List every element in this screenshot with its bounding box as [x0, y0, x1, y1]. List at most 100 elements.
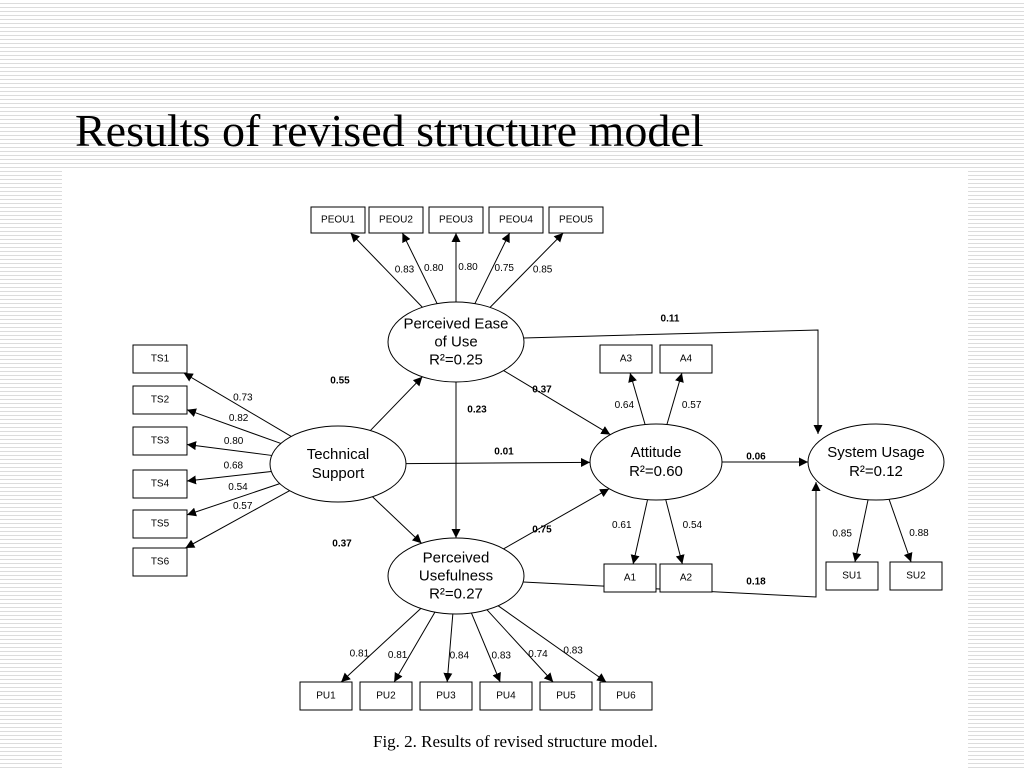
- indicator-box-pu5: [539, 681, 593, 711]
- indicator-label: PU4: [496, 691, 516, 702]
- indicator-label: PU6: [616, 691, 636, 702]
- loading-label: 0.54: [683, 520, 703, 531]
- indicator-box-ts1: [132, 344, 188, 374]
- loading-label: 0.57: [682, 400, 702, 411]
- node-label: R²=0.60: [629, 463, 683, 480]
- indicator-label: TS4: [151, 479, 170, 490]
- indicator-box-peou1: [310, 206, 366, 234]
- path-arrow-ts-pu: [372, 496, 422, 544]
- indicator-label: PEOU4: [499, 215, 533, 226]
- loading-arrow: [888, 499, 913, 563]
- loading-arrow: [630, 499, 649, 565]
- path-label-peou-att: 0.37: [532, 385, 552, 396]
- path-arrow-pu-att: [503, 488, 610, 550]
- loading-label: 0.83: [395, 265, 415, 276]
- loading-arrow: [628, 372, 646, 425]
- indicator-box-pu2: [359, 681, 413, 711]
- indicator-box-ts6: [132, 547, 188, 577]
- indicator-box-a3: [599, 344, 653, 374]
- figure-caption: Fig. 2. Results of revised structure mod…: [373, 732, 658, 751]
- indicator-label: A1: [624, 573, 637, 584]
- system-usage-node: [807, 423, 945, 501]
- indicator-label: TS3: [151, 436, 170, 447]
- loading-label: 0.83: [563, 646, 583, 657]
- loading-label: 0.61: [612, 520, 632, 531]
- path-arrow-peou-att: [503, 370, 611, 436]
- path-label-peou-su: 0.11: [661, 314, 680, 325]
- loading-arrow: [186, 441, 272, 456]
- path-arrow-peou-su: [523, 329, 823, 434]
- loading-arrow: [443, 613, 454, 683]
- loading-arrow: [486, 609, 554, 683]
- indicator-label: TS6: [151, 557, 170, 568]
- indicator-label: A4: [680, 354, 693, 365]
- path-label-att-su: 0.06: [746, 452, 766, 463]
- indicator-box-ts3: [132, 426, 188, 456]
- loading-arrow: [186, 470, 272, 485]
- indicator-label: PU5: [556, 691, 576, 702]
- loading-label: 0.64: [615, 400, 635, 411]
- indicator-box-pu4: [479, 681, 533, 711]
- indicator-box-pu1: [299, 681, 353, 711]
- loading-label: 0.57: [233, 501, 253, 512]
- loading-label: 0.80: [424, 263, 444, 274]
- indicator-box-su1: [825, 561, 879, 591]
- path-arrow-ts-peou: [369, 376, 423, 431]
- loading-arrow: [497, 605, 607, 683]
- path-label-ts-peou: 0.55: [330, 376, 350, 387]
- perceived-ease-of-use-node: [387, 301, 525, 383]
- loading-arrow: [186, 408, 281, 444]
- loading-arrow: [183, 372, 292, 437]
- indicator-label: PU3: [436, 691, 456, 702]
- loading-label: 0.73: [233, 392, 253, 403]
- loading-label: 0.74: [528, 649, 548, 660]
- loading-arrow: [185, 490, 290, 549]
- indicator-box-peou3: [428, 206, 484, 234]
- path-label-peou-pu: 0.23: [467, 405, 487, 416]
- loading-arrow: [470, 612, 501, 683]
- node-label: Usefulness: [419, 568, 493, 585]
- attitude-node: [589, 423, 723, 501]
- indicator-label: A3: [620, 354, 633, 365]
- loading-label: 0.68: [224, 460, 244, 471]
- loading-arrow: [489, 232, 564, 308]
- indicator-label: PEOU1: [321, 215, 355, 226]
- path-label-pu-att: 0.75: [532, 525, 552, 536]
- path-arrow-ts-att: [405, 457, 591, 467]
- loading-arrow: [393, 611, 436, 683]
- loading-label: 0.81: [388, 650, 408, 661]
- indicator-label: TS1: [151, 354, 170, 365]
- indicator-box-peou5: [548, 206, 604, 234]
- indicator-box-peou4: [488, 206, 544, 234]
- loading-label: 0.80: [458, 262, 478, 273]
- indicator-box-su2: [889, 561, 943, 591]
- indicator-label: TS5: [151, 519, 170, 530]
- indicator-label: PEOU5: [559, 215, 593, 226]
- node-label: R²=0.12: [849, 463, 903, 480]
- slide-title: Results of revised structure model: [75, 105, 704, 156]
- node-label: R²=0.25: [429, 352, 483, 369]
- technical-support-node: [269, 425, 407, 503]
- loading-arrow: [340, 608, 422, 683]
- loading-label: 0.75: [495, 263, 515, 274]
- node-label: Perceived Ease: [403, 316, 508, 333]
- indicator-label: A2: [680, 573, 693, 584]
- loading-arrow: [401, 232, 438, 304]
- loading-arrow: [665, 499, 685, 565]
- node-label: R²=0.27: [429, 586, 483, 603]
- loading-label: 0.85: [533, 265, 553, 276]
- loading-label: 0.88: [909, 528, 929, 539]
- node-label: Perceived: [423, 550, 490, 567]
- indicator-box-pu3: [419, 681, 473, 711]
- indicator-box-a2: [659, 563, 713, 593]
- indicator-label: PU2: [376, 691, 396, 702]
- indicator-box-pu6: [599, 681, 653, 711]
- loading-label: 0.84: [450, 651, 470, 662]
- loading-arrow: [666, 372, 684, 425]
- node-label: Attitude: [631, 444, 682, 461]
- path-label-pu-su: 0.18: [746, 577, 766, 588]
- node-label: System Usage: [827, 444, 925, 461]
